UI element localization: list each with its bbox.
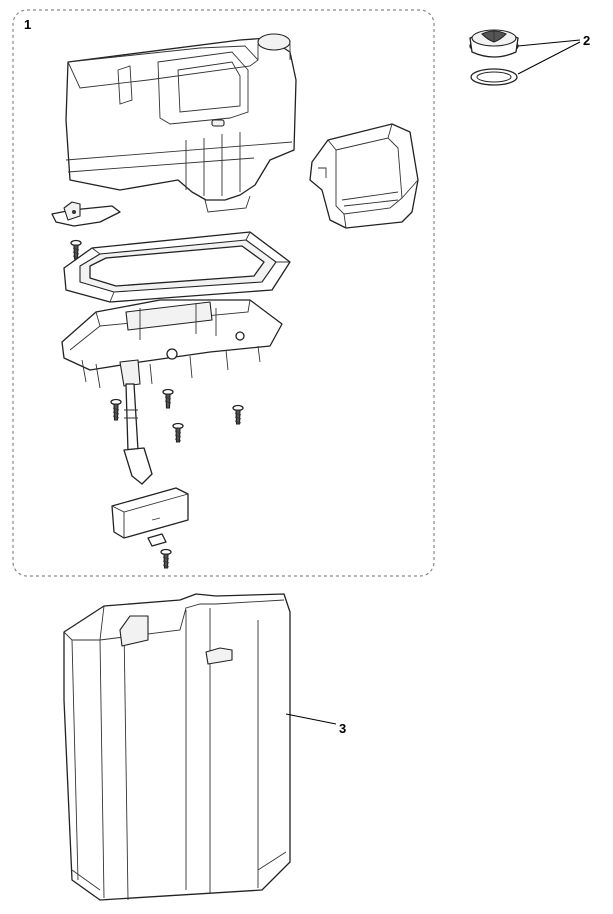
callout-3-leader (285, 713, 337, 725)
gasket-seal (63, 231, 291, 303)
sponge-filter-block (111, 487, 189, 539)
o-ring (470, 68, 518, 86)
group-1-boundary (12, 9, 435, 577)
callout-2-label: 2 (583, 33, 590, 48)
callout-2-leader (517, 39, 581, 75)
screw (160, 548, 172, 569)
base-plate (61, 299, 283, 389)
screw (110, 398, 122, 421)
carry-handle (309, 123, 419, 229)
callout-3-label: 3 (339, 721, 346, 736)
screw (232, 404, 244, 425)
small-pad (147, 533, 167, 547)
cap-knob (469, 29, 519, 58)
screw (162, 388, 174, 409)
bracket-clip (51, 201, 121, 227)
screw (172, 422, 184, 443)
pump-head-housing (65, 33, 297, 213)
screw (70, 239, 82, 260)
impeller-shaft (123, 383, 153, 485)
canister-body (63, 593, 291, 901)
callout-1-label: 1 (24, 17, 31, 32)
